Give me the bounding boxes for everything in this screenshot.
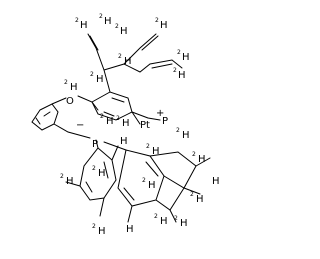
- atom-h-d: H: [182, 130, 190, 141]
- atom-h-d: H: [124, 56, 132, 67]
- bond-ring-left-inner: [35, 111, 51, 125]
- deuterium-label: 2: [116, 115, 120, 122]
- bond-upper-right: [123, 59, 183, 73]
- atom-phosphorus: P: [92, 139, 98, 150]
- bond-ring-left: [31, 103, 59, 131]
- deuterium-label: 2: [146, 143, 150, 150]
- deuterium-label: 2: [118, 53, 122, 60]
- bond-upper-right-double: [151, 63, 173, 69]
- atom-h-d: H: [196, 194, 204, 205]
- deuterium-label: 2: [60, 173, 64, 180]
- atom-h-d: H: [98, 226, 106, 237]
- atom-labels: O P − Pt P + H 2 H 2 H 2 H 2 H 2 H 2 H 2…: [60, 13, 220, 237]
- bond-right-ring-inner: [123, 161, 159, 201]
- deuterium-label: 2: [173, 67, 177, 74]
- bond-h-stubs: [65, 145, 211, 223]
- atom-h-d: H: [80, 20, 88, 31]
- deuterium-label: 2: [192, 151, 196, 158]
- deuterium-label: 2: [115, 23, 119, 30]
- atom-h-d: H: [178, 70, 186, 81]
- atom-phosphonium: P: [162, 116, 168, 127]
- bond-pt: [131, 111, 161, 125]
- atom-platinum: Pt: [140, 120, 150, 131]
- deuterium-label: 2: [92, 165, 96, 172]
- bond-lower-ring: [79, 147, 117, 201]
- deuterium-label: 2: [100, 113, 104, 120]
- atom-h-d: H: [104, 16, 112, 27]
- atom-h-d: H: [182, 52, 190, 63]
- atom-h: H: [212, 176, 220, 187]
- atom-h-d: H: [152, 146, 160, 157]
- deuterium-label: 2: [92, 223, 96, 230]
- bond-lower-ring-inner: [85, 161, 109, 193]
- deuterium-label: 2: [99, 13, 103, 20]
- charge-plus: +: [156, 108, 164, 119]
- molecule-diagram: O P − Pt P + H 2 H 2 H 2 H 2 H 2 H 2 H 2…: [31, 13, 220, 237]
- atom-h: H: [120, 136, 128, 147]
- deuterium-label: 2: [90, 71, 94, 78]
- deuterium-label: 2: [177, 49, 181, 56]
- bond-lines: [31, 33, 211, 223]
- bond-upper-chain-double: [89, 35, 159, 51]
- deuterium-label: 2: [154, 213, 158, 220]
- charge-minus: −: [76, 120, 84, 131]
- bond-o-link: [51, 95, 99, 111]
- bond-upper-chain: [87, 33, 157, 93]
- atom-oxygen: O: [66, 96, 74, 107]
- bond-far-right: [149, 151, 197, 211]
- atom-h-d: H: [198, 154, 206, 165]
- atom-h: H: [126, 224, 134, 235]
- deuterium-label: 2: [142, 177, 146, 184]
- atom-h-d: H: [98, 168, 106, 179]
- atom-h-d: H: [70, 82, 78, 93]
- atom-h-d: H: [96, 74, 104, 85]
- deuterium-label: 2: [174, 215, 178, 222]
- atom-h-d: H: [148, 180, 156, 191]
- atom-h-d: H: [160, 20, 168, 31]
- deuterium-label: 2: [190, 191, 194, 198]
- atom-h-d: H: [160, 216, 168, 227]
- atom-h-d: H: [66, 176, 74, 187]
- bond-p-aryl: [95, 139, 127, 151]
- deuterium-label: 2: [75, 17, 79, 24]
- deuterium-label: 2: [64, 79, 68, 86]
- bond-ch2-p: [53, 123, 91, 139]
- bond-right-ring: [117, 149, 165, 207]
- atom-h-d: H: [120, 26, 128, 37]
- atom-h-d: H: [106, 116, 114, 127]
- deuterium-label: 2: [176, 127, 180, 134]
- atom-h-d: H: [180, 218, 188, 229]
- bond-ring-center-inner: [103, 97, 125, 117]
- atom-h-d: H: [122, 118, 130, 129]
- deuterium-label: 2: [155, 17, 159, 24]
- structure-canvas: O P − Pt P + H 2 H 2 H 2 H 2 H 2 H 2 H 2…: [31, 13, 220, 237]
